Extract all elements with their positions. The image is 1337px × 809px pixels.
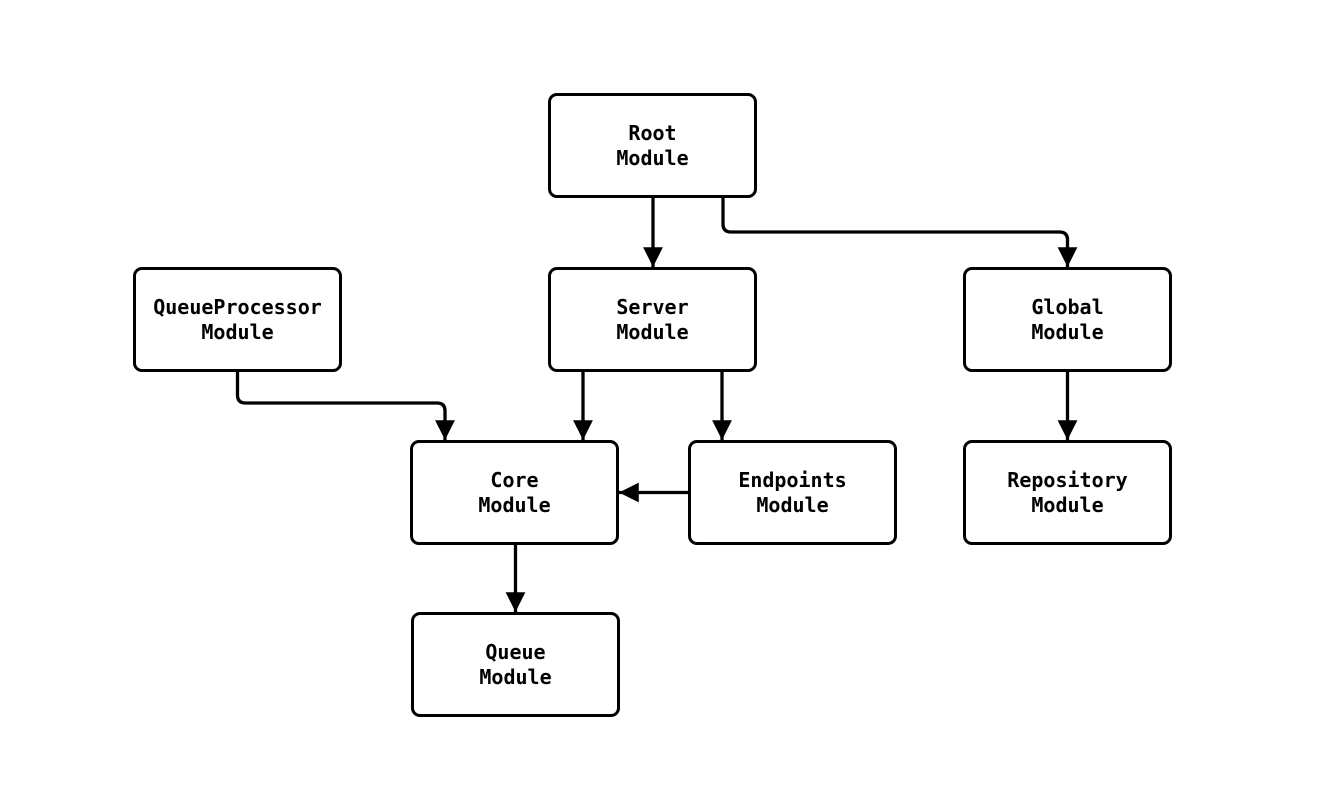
node-root-module: Root Module <box>548 93 757 198</box>
node-label-line2: Module <box>201 319 274 344</box>
node-label-line1: Repository <box>1007 467 1128 492</box>
node-endpoints-module: Endpoints Module <box>688 440 897 545</box>
edge-queueprocessor-to-core <box>235 372 455 440</box>
node-label-line2: Module <box>478 492 551 517</box>
node-global-module: Global Module <box>963 267 1172 372</box>
node-server-module: Server Module <box>548 267 757 372</box>
node-label-line1: Endpoints <box>738 467 847 492</box>
node-label-line2: Module <box>1031 319 1104 344</box>
node-label-line1: QueueProcessor <box>153 294 322 319</box>
node-label-line1: Root <box>628 120 677 145</box>
node-queue-module: Queue Module <box>411 612 620 717</box>
node-label-line1: Queue <box>485 639 546 664</box>
node-label-line2: Module <box>616 145 689 170</box>
node-label-line2: Module <box>616 319 689 344</box>
node-label-line1: Core <box>490 467 539 492</box>
node-queueprocessor-module: QueueProcessor Module <box>133 267 342 372</box>
node-core-module: Core Module <box>410 440 619 545</box>
node-label-line1: Global <box>1031 294 1104 319</box>
node-label-line1: Server <box>616 294 689 319</box>
node-repository-module: Repository Module <box>963 440 1172 545</box>
node-label-line2: Module <box>756 492 829 517</box>
node-label-line2: Module <box>1031 492 1104 517</box>
node-label-line2: Module <box>479 664 552 689</box>
edge-root-to-global <box>721 198 1078 267</box>
